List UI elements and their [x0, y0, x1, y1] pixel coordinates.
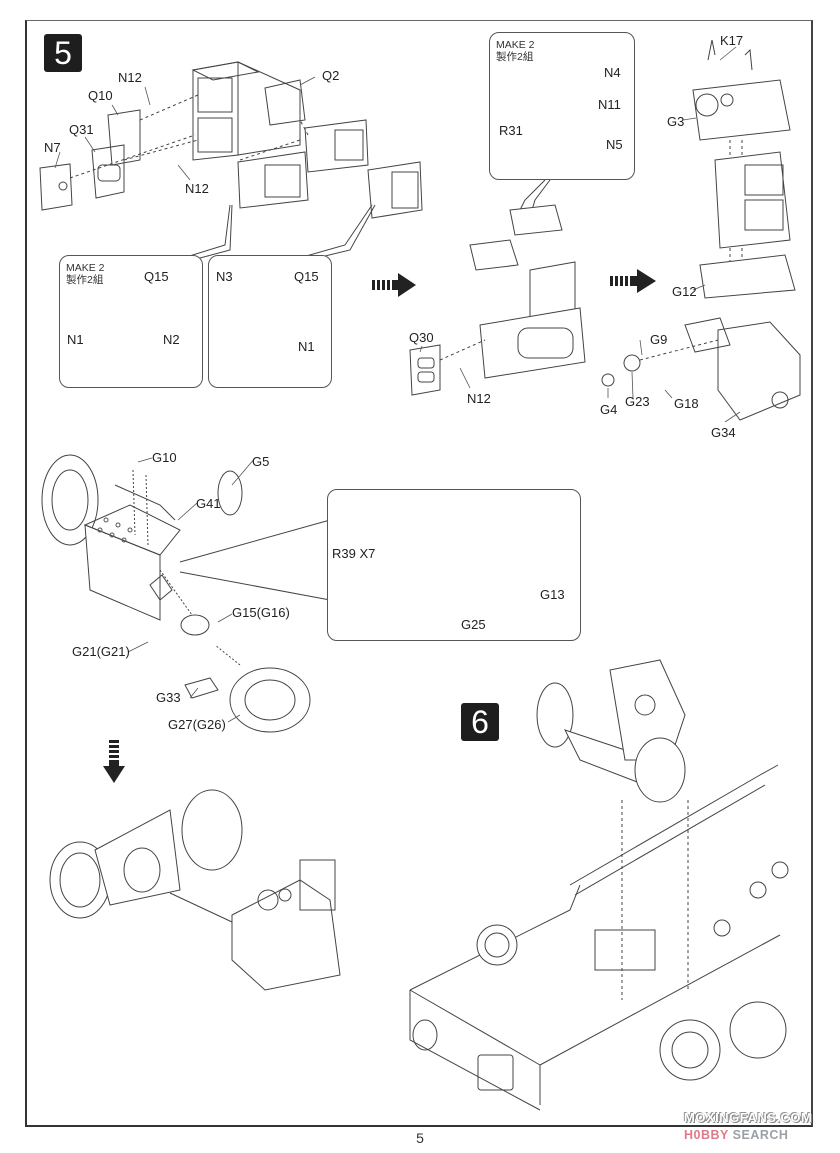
- part-label-n3: N3: [216, 269, 233, 284]
- part-label-g9: G9: [650, 332, 668, 347]
- part-label-q31: Q31: [69, 122, 94, 137]
- flow-arrow-right-1: [372, 273, 416, 297]
- part-label-n12: N12: [118, 70, 142, 85]
- engine-exploded-drawing: [41, 454, 331, 733]
- page-number: 5: [416, 1130, 424, 1146]
- part-label-r31: R31: [499, 123, 523, 138]
- part-label-g12: G12: [672, 284, 697, 299]
- callout-battery-make-2: MAKE 2 製作2組: [59, 255, 203, 388]
- part-label-g41: G41: [196, 496, 221, 511]
- part-label-n1: N1: [67, 332, 84, 347]
- part-label-n11: N11: [598, 97, 621, 112]
- engine-assembled-drawing: [536, 659, 689, 1000]
- part-label-n12: N12: [467, 391, 491, 406]
- part-label-g25: G25: [461, 617, 486, 632]
- watermark-moxingfans: MOXINGFANS.COM: [684, 1110, 813, 1125]
- part-label-n12: N12: [185, 181, 209, 196]
- flow-arrow-right-2: [610, 269, 656, 293]
- engine-transmission-drawing: [49, 789, 341, 991]
- dashboard-assembly-drawing: [601, 39, 801, 421]
- part-label-n5: N5: [606, 137, 623, 152]
- part-label-g34: G34: [711, 425, 736, 440]
- callout-regulator-make-2: MAKE 2 製作2組: [489, 32, 635, 180]
- step-5-badge: 5: [44, 34, 82, 72]
- part-label-n1: N1: [298, 339, 315, 354]
- part-label-q10: Q10: [88, 88, 113, 103]
- part-label-g15-g16: G15(G16): [232, 605, 290, 620]
- part-label-g5: G5: [252, 454, 270, 469]
- part-label-g13: G13: [540, 587, 565, 602]
- part-label-g4: G4: [600, 402, 618, 417]
- watermark-search: SEARCH: [732, 1128, 789, 1142]
- part-label-r39-x7: R39 X7: [332, 546, 376, 561]
- part-label-g18: G18: [674, 396, 699, 411]
- step-6-badge: 6: [461, 703, 499, 741]
- watermark-hobby-search: H0BBY SEARCH: [684, 1128, 788, 1142]
- part-label-g27-g26: G27(G26): [168, 717, 226, 732]
- part-label-q15: Q15: [294, 269, 319, 284]
- make-note-cn: 製作2組: [496, 51, 534, 63]
- page-frame: [25, 20, 813, 1127]
- flow-arrow-down: [103, 740, 125, 783]
- part-label-n2: N2: [163, 332, 180, 347]
- make-note-en: MAKE 2: [66, 262, 105, 274]
- make-note-cn: 製作2組: [66, 274, 104, 286]
- make-quantity-note: MAKE 2 製作2組: [496, 39, 535, 63]
- part-label-g10: G10: [152, 450, 177, 465]
- part-label-g33: G33: [156, 690, 181, 705]
- make-quantity-note: MAKE 2 製作2組: [66, 262, 105, 286]
- radio-rack-drawing: [39, 61, 423, 263]
- part-label-n7: N7: [44, 140, 61, 155]
- watermark-hobby: H0BBY: [684, 1128, 729, 1142]
- callout-cylinder-head: [327, 489, 581, 641]
- part-label-g3: G3: [667, 114, 685, 129]
- part-label-n4: N4: [604, 65, 621, 80]
- part-label-q15: Q15: [144, 269, 169, 284]
- leader-lines: [54, 46, 741, 723]
- part-label-q30: Q30: [409, 330, 434, 345]
- part-label-k17: K17: [720, 33, 744, 48]
- part-label-g23: G23: [625, 394, 650, 409]
- make-note-en: MAKE 2: [496, 39, 535, 51]
- callout-battery: [208, 255, 332, 388]
- part-label-q2: Q2: [322, 68, 340, 83]
- hull-chassis-drawing: [409, 764, 789, 1111]
- part-label-g21-g21: G21(G21): [72, 644, 130, 659]
